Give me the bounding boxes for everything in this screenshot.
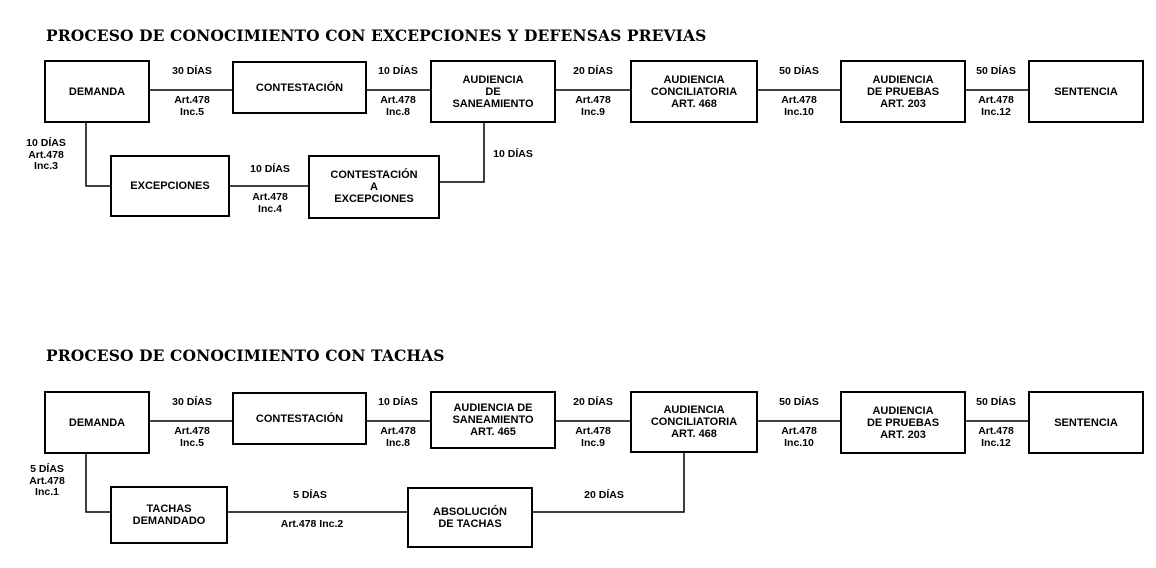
d2-box-tachas-demandado: TACHAS DEMANDADO <box>110 486 228 544</box>
d1-article-4: Art.478 Inc.10 <box>781 94 817 118</box>
d1-box-excepciones: EXCEPCIONES <box>110 155 230 217</box>
d2-box-contestacion: CONTESTACIÓN <box>232 392 367 445</box>
d2-days-5: 50 DÍAS <box>976 396 1016 408</box>
d1-article-6: Art.478 Inc.4 <box>252 191 288 215</box>
d1-days-1: 30 DÍAS <box>172 65 212 77</box>
d1-box-audiencia-saneamiento: AUDIENCIA DE SANEAMIENTO <box>430 60 556 123</box>
d1-article-1: Art.478 Inc.5 <box>174 94 210 118</box>
d1-box-contestacion: CONTESTACIÓN <box>232 61 367 114</box>
d2-box-sentencia: SENTENCIA <box>1028 391 1144 454</box>
d1-article-3: Art.478 Inc.9 <box>575 94 611 118</box>
d1-article-5: Art.478 Inc.12 <box>978 94 1014 118</box>
d2-days-2: 10 DÍAS <box>378 396 418 408</box>
d1-days-7: 10 DÍAS <box>493 148 533 160</box>
d1-days-3: 20 DÍAS <box>573 65 613 77</box>
d2-article-6: Art.478 Inc.2 <box>280 518 344 530</box>
d2-article-4: Art.478 Inc.10 <box>781 425 817 449</box>
d2-side-label: 5 DÍAS Art.478 Inc.1 <box>29 463 65 498</box>
d1-days-2: 10 DÍAS <box>378 65 418 77</box>
d2-days-3: 20 DÍAS <box>573 396 613 408</box>
d2-box-demanda: DEMANDA <box>44 391 150 454</box>
d2-article-1: Art.478 Inc.5 <box>174 425 210 449</box>
d2-days-4: 50 DÍAS <box>779 396 819 408</box>
d1-box-contestacion-excepciones: CONTESTACIÓN A EXCEPCIONES <box>308 155 440 219</box>
diagram1-title: PROCESO DE CONOCIMIENTO CON EXCEPCIONES … <box>46 26 707 45</box>
d1-days-6: 10 DÍAS <box>250 163 290 175</box>
d2-article-5: Art.478 Inc.12 <box>978 425 1014 449</box>
d1-days-5: 50 DÍAS <box>976 65 1016 77</box>
d1-box-audiencia-conciliatoria: AUDIENCIA CONCILIATORIA ART. 468 <box>630 60 758 123</box>
d2-article-3: Art.478 Inc.9 <box>575 425 611 449</box>
d2-days-6: 5 DÍAS <box>293 489 327 501</box>
d1-days-4: 50 DÍAS <box>779 65 819 77</box>
d2-article-2: Art.478 Inc.8 <box>380 425 416 449</box>
d1-box-demanda: DEMANDA <box>44 60 150 123</box>
d2-box-absolucion-tachas: ABSOLUCIÓN DE TACHAS <box>407 487 533 548</box>
d1-side-label: 10 DÍAS Art.478 Inc.3 <box>26 137 66 172</box>
diagram2-title: PROCESO DE CONOCIMIENTO CON TACHAS <box>46 346 445 365</box>
d2-days-1: 30 DÍAS <box>172 396 212 408</box>
d1-box-sentencia: SENTENCIA <box>1028 60 1144 123</box>
d1-article-2: Art.478 Inc.8 <box>380 94 416 118</box>
d2-days-7: 20 DÍAS <box>584 489 624 501</box>
d2-box-audiencia-conciliatoria: AUDIENCIA CONCILIATORIA ART. 468 <box>630 391 758 453</box>
d2-box-audiencia-pruebas: AUDIENCIA DE PRUEBAS ART. 203 <box>840 391 966 454</box>
d2-box-audiencia-saneamiento: AUDIENCIA DE SANEAMIENTO ART. 465 <box>430 391 556 449</box>
d1-box-audiencia-pruebas: AUDIENCIA DE PRUEBAS ART. 203 <box>840 60 966 123</box>
